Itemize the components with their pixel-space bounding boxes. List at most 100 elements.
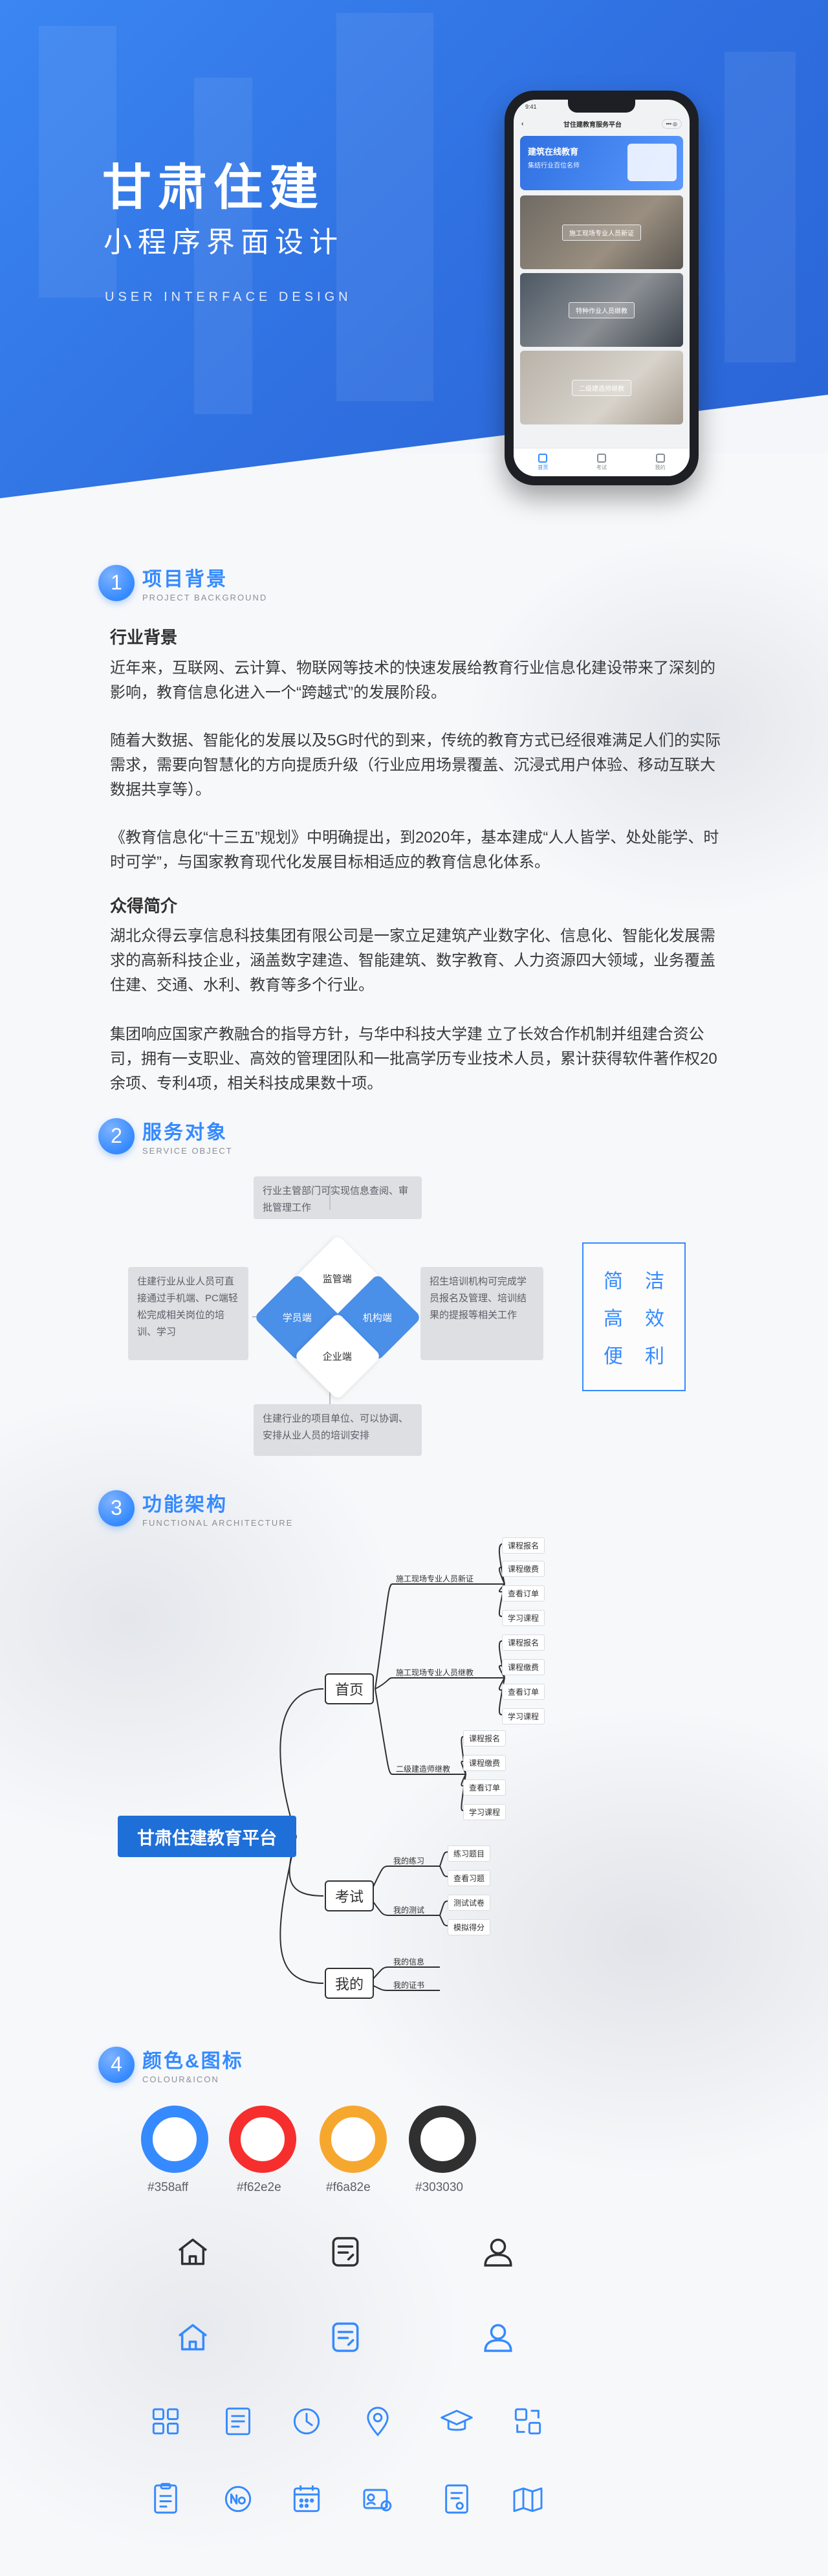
section-number: 2 bbox=[98, 1117, 135, 1154]
app-nav-bar: ‹ 甘住建教育服务平台 •••◎ bbox=[514, 115, 690, 132]
mind-map-leaf: 查看订单 bbox=[463, 1779, 507, 1796]
color-swatch-blue bbox=[141, 2106, 208, 2173]
exam-icon bbox=[325, 2231, 366, 2273]
mind-map-leaf: 课程缴费 bbox=[502, 1561, 545, 1577]
color-label: #358aff bbox=[147, 2181, 189, 2194]
more-icon[interactable]: ••• bbox=[666, 120, 671, 127]
section-title-en: COLOUR&ICON bbox=[142, 2075, 219, 2084]
course-label: 二级建造师继教 bbox=[572, 379, 631, 396]
subheading-company: 众得简介 bbox=[110, 896, 178, 916]
mind-map-leaf: 课程报名 bbox=[463, 1730, 507, 1746]
mind-map-leaf: 查看习题 bbox=[448, 1870, 491, 1886]
color-label: #303030 bbox=[415, 2181, 463, 2194]
course-label: 施工现场专业人员新证 bbox=[562, 224, 641, 241]
document-icon bbox=[217, 2401, 259, 2442]
exam-icon bbox=[596, 454, 606, 463]
banner-line-2: 集结行业百位名师 bbox=[528, 162, 580, 170]
tab-mine[interactable]: 我的 bbox=[655, 454, 666, 471]
mind-map-node: 我的练习 bbox=[393, 1856, 425, 1866]
mind-map-node-exam: 考试 bbox=[325, 1880, 375, 1911]
tab-bar: 首页 考试 我的 bbox=[514, 448, 690, 476]
banner-line-1: 建筑在线教育 bbox=[528, 147, 579, 157]
section-title-en: PROJECT BACKGROUND bbox=[142, 593, 268, 602]
mind-map-leaf: 学习课程 bbox=[502, 1708, 545, 1724]
capsule-menu[interactable]: •••◎ bbox=[661, 118, 682, 129]
section-3-header: 3 功能架构 FUNCTIONAL ARCHITECTURE bbox=[98, 1488, 293, 1528]
mind-map-leaf: 学习课程 bbox=[463, 1804, 507, 1820]
number-icon bbox=[217, 2478, 259, 2520]
paragraph: 集团响应国家产教融合的指导方针，与华中科技大学建 立了长效合作机制并组建合资公司… bbox=[110, 1026, 717, 1092]
course-card[interactable]: 特种作业人员继教 bbox=[520, 273, 683, 347]
section-1-header: 1 项目背景 PROJECT BACKGROUND bbox=[98, 563, 267, 602]
slogan-box: 简 洁 高 效 便 利 bbox=[582, 1242, 686, 1391]
color-swatch-dark bbox=[409, 2106, 476, 2173]
hero-title: 甘肃住建 bbox=[102, 160, 325, 215]
phone-mockup: 9:41 ‹ 甘住建教育服务平台 •••◎ 建筑在线教育 集结行业百位名师 施工… bbox=[505, 91, 699, 485]
mind-map-leaf: 查看订单 bbox=[502, 1684, 545, 1700]
home-icon bbox=[172, 2231, 213, 2273]
location-icon bbox=[357, 2401, 398, 2442]
color-swatch-red bbox=[229, 2106, 296, 2173]
mind-map-node: 我的测试 bbox=[393, 1906, 425, 1915]
certificate-icon bbox=[436, 2478, 477, 2520]
exchange-icon bbox=[507, 2401, 549, 2442]
clock-icon bbox=[286, 2401, 327, 2442]
mind-map-leaf: 课程缴费 bbox=[502, 1659, 545, 1675]
mind-map-leaf: 查看订单 bbox=[502, 1585, 545, 1602]
grid-icon bbox=[145, 2401, 186, 2442]
section-title: 功能架构 bbox=[142, 1494, 228, 1515]
promo-banner[interactable]: 建筑在线教育 集结行业百位名师 bbox=[520, 136, 683, 190]
phone-screen: 9:41 ‹ 甘住建教育服务平台 •••◎ 建筑在线教育 集结行业百位名师 施工… bbox=[514, 100, 690, 476]
section-title: 颜色&图标 bbox=[142, 2051, 244, 2072]
color-label: #f62e2e bbox=[237, 2181, 281, 2194]
mind-map-root: 甘肃住建教育平台 bbox=[118, 1816, 296, 1857]
mind-map-node: 施工现场专业人员新证 bbox=[396, 1574, 474, 1583]
mind-map-node: 二级建造师继教 bbox=[396, 1765, 451, 1774]
section-title-en: SERVICE OBJECT bbox=[142, 1146, 233, 1156]
mind-map-leaf: 测试试卷 bbox=[448, 1895, 491, 1911]
app-title: 甘住建教育服务平台 bbox=[563, 121, 622, 129]
paragraph: 近年来，互联网、云计算、物联网等技术的快速发展给教育行业信息化建设带来了深刻的影… bbox=[110, 659, 715, 701]
subheading-industry: 行业背景 bbox=[110, 628, 178, 647]
exam-icon bbox=[325, 2317, 366, 2358]
section-number: 1 bbox=[98, 564, 135, 601]
mind-map-leaf: 练习题目 bbox=[448, 1845, 491, 1862]
paragraph: 《教育信息化“十三五”规划》中明确提出，到2020年，基本建成“人人皆学、处处能… bbox=[110, 829, 719, 871]
section-4-header: 4 颜色&图标 COLOUR&ICON bbox=[98, 2045, 244, 2084]
section-number: 3 bbox=[98, 1490, 135, 1526]
report-icon bbox=[145, 2478, 186, 2520]
close-circle-icon[interactable]: ◎ bbox=[673, 120, 677, 127]
course-card[interactable]: 二级建造师继教 bbox=[520, 351, 683, 424]
back-icon[interactable]: ‹ bbox=[521, 120, 524, 127]
mind-map-node: 施工现场专业人员继教 bbox=[396, 1668, 474, 1677]
service-desc-right: 招生培训机构可完成学员报名及管理、培训结果的提报等相关工作 bbox=[420, 1267, 543, 1360]
home-icon bbox=[172, 2317, 213, 2358]
mind-map-leaf: 模拟得分 bbox=[448, 1919, 491, 1935]
user-icon bbox=[477, 2231, 519, 2273]
service-desc-left: 住建行业从业人员可直接通过手机端、PC端轻松完成相关岗位的培训、学习 bbox=[128, 1267, 248, 1360]
tab-exam[interactable]: 考试 bbox=[596, 454, 607, 471]
map-icon bbox=[507, 2478, 549, 2520]
certificate-card-icon bbox=[357, 2478, 398, 2520]
service-desc-bottom: 住建行业的项目单位、可以协调、安排从业人员的培训安排 bbox=[254, 1404, 422, 1456]
course-card[interactable]: 施工现场专业人员新证 bbox=[520, 195, 683, 269]
mind-map-node-home: 首页 bbox=[325, 1673, 375, 1704]
section-title: 服务对象 bbox=[142, 1122, 228, 1143]
mind-map-node: 我的证书 bbox=[393, 1981, 425, 1990]
hero-subtitle: 小程序界面设计 bbox=[104, 226, 343, 258]
user-icon bbox=[655, 454, 665, 463]
paragraph: 湖北众得云享信息科技集团有限公司是一家立足建筑产业数字化、信息化、智能化发展需求… bbox=[110, 927, 715, 994]
section-number: 4 bbox=[98, 2046, 135, 2083]
mind-map-leaf: 学习课程 bbox=[502, 1610, 545, 1626]
color-swatch-orange bbox=[320, 2106, 387, 2173]
mind-map-leaf: 课程报名 bbox=[502, 1537, 545, 1554]
service-desc-top: 行业主管部门可实现信息查阅、审批管理工作 bbox=[254, 1176, 422, 1219]
mind-map-node-mine: 我的 bbox=[325, 1968, 375, 1999]
section-title: 项目背景 bbox=[142, 569, 228, 590]
status-time: 9:41 bbox=[525, 104, 537, 110]
hero-subtitle-en: USER INTERFACE DESIGN bbox=[105, 290, 352, 304]
tab-home[interactable]: 首页 bbox=[538, 454, 548, 471]
section-title-en: FUNCTIONAL ARCHITECTURE bbox=[142, 1518, 294, 1528]
home-icon bbox=[538, 454, 548, 463]
